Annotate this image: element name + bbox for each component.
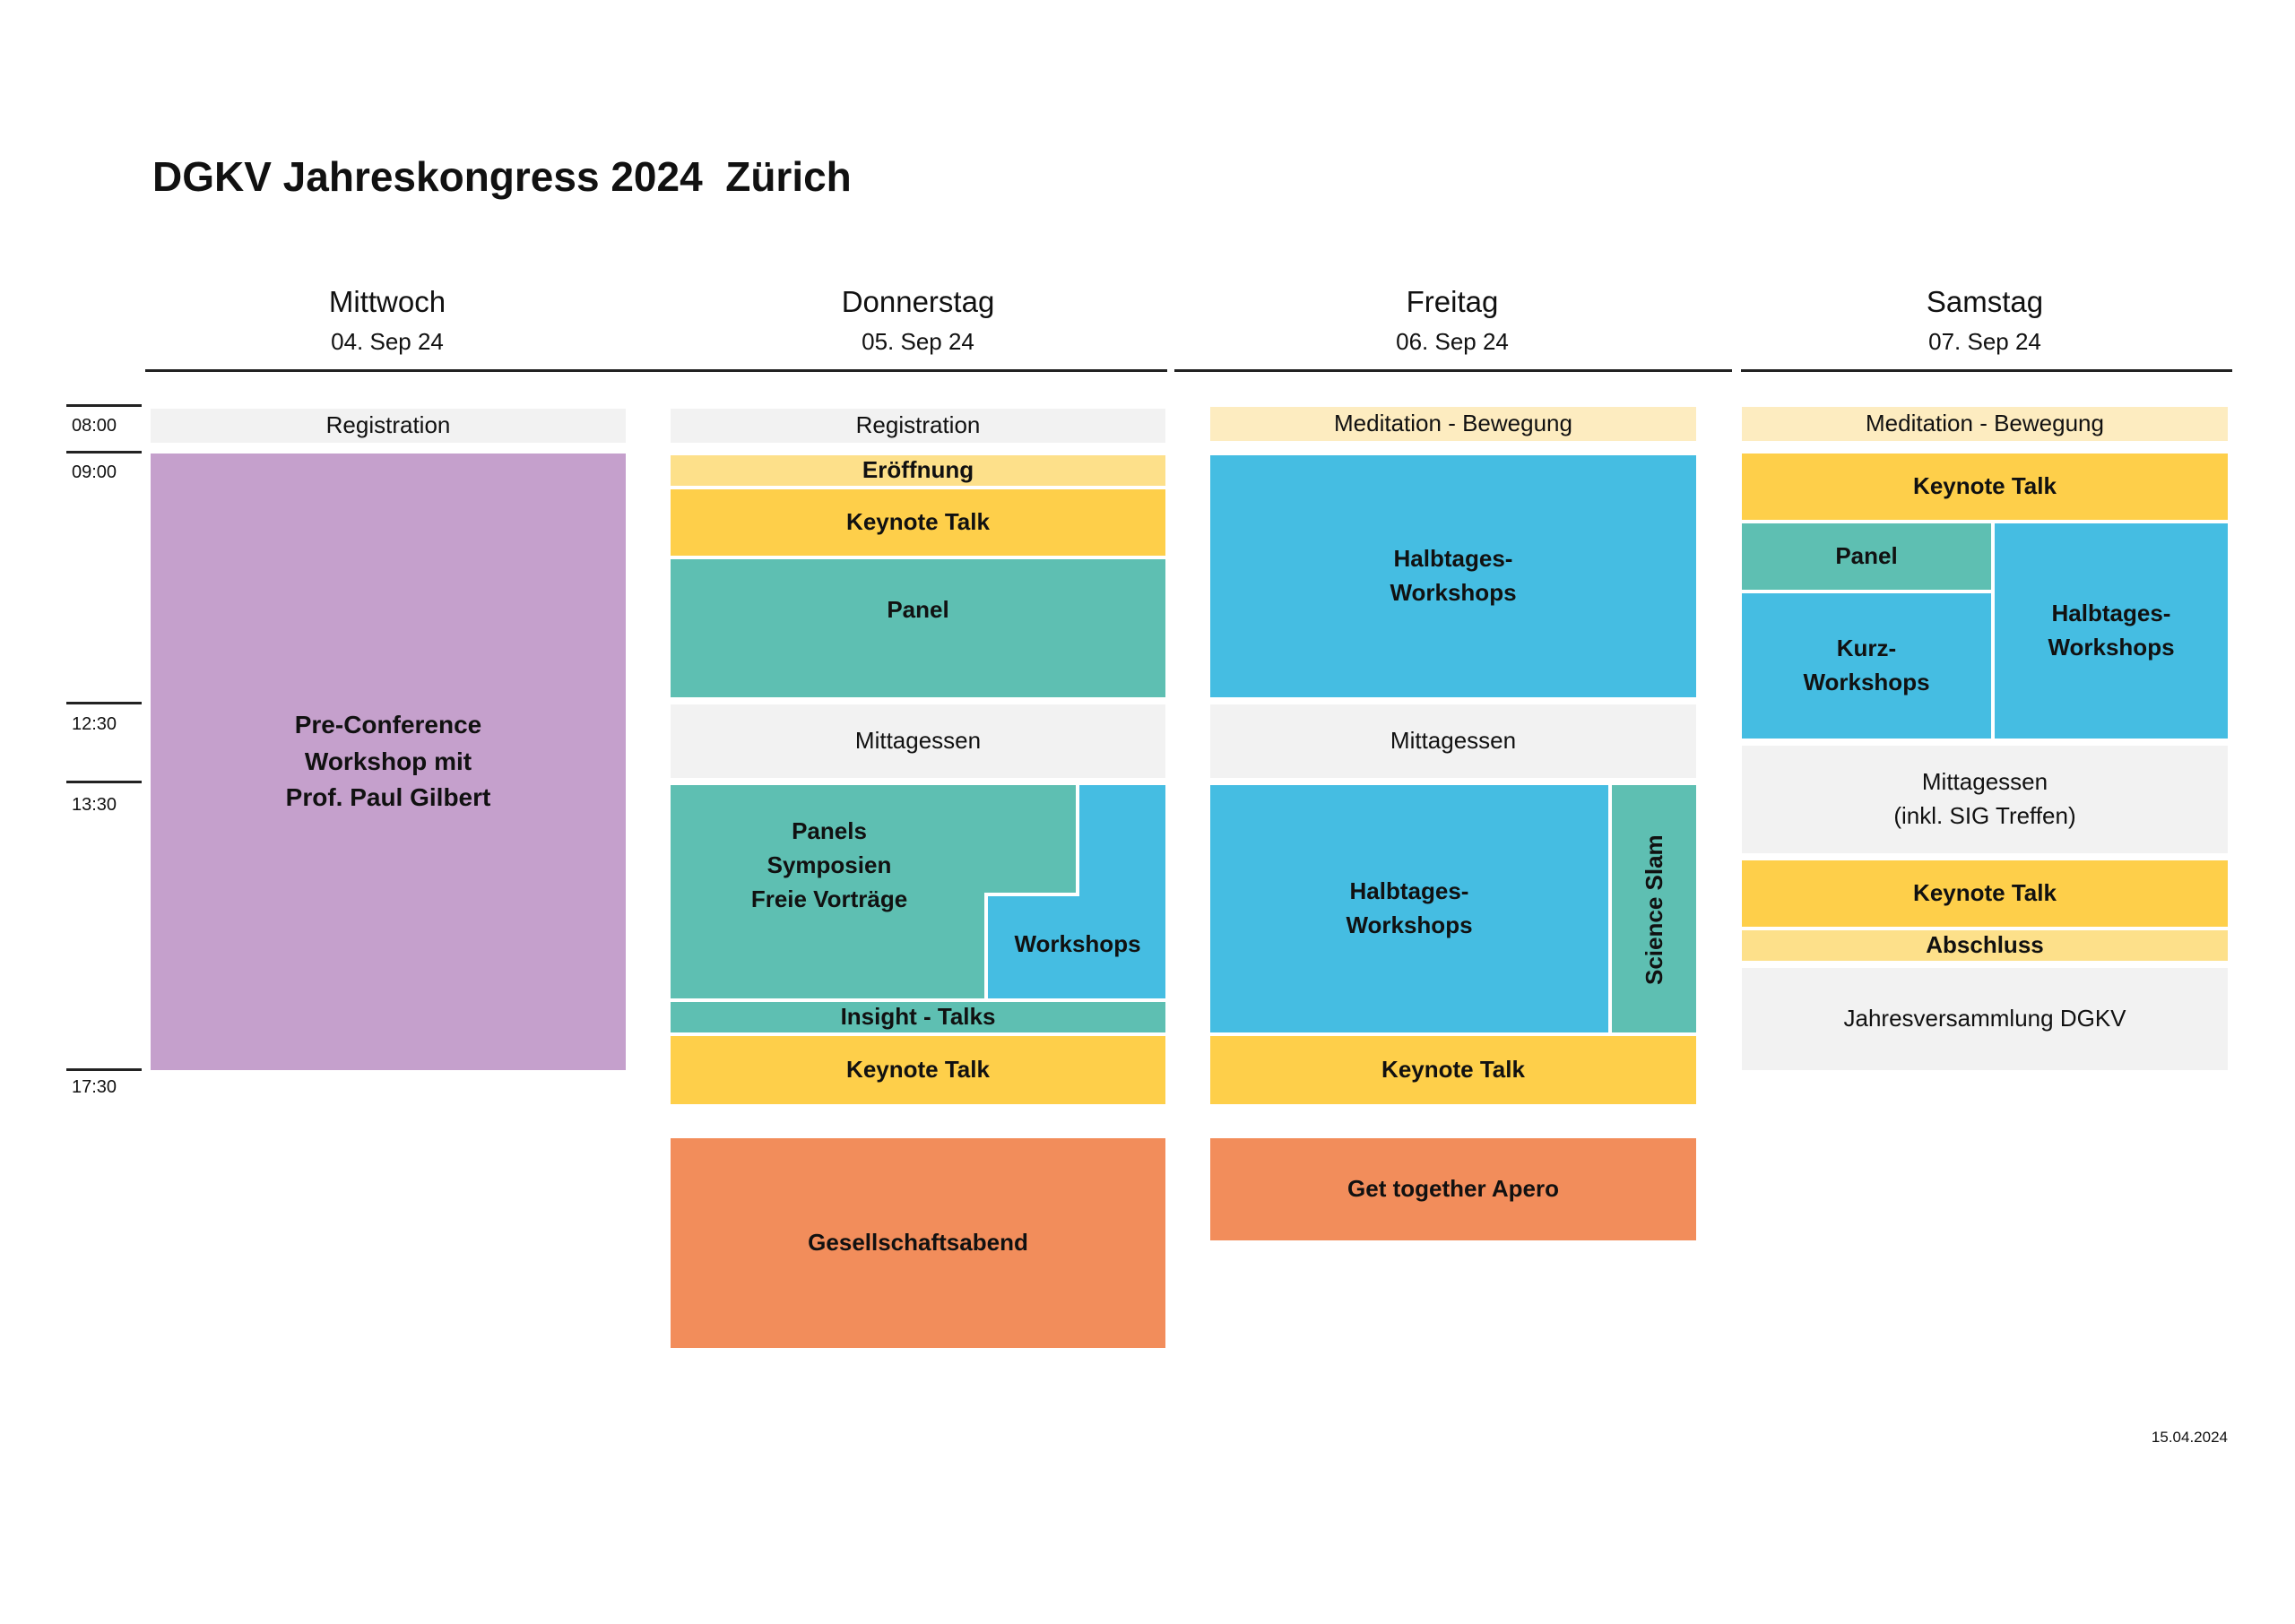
day-name-donnerstag: Donnerstag — [841, 285, 995, 318]
time-tick-0800 — [66, 404, 142, 407]
freitag-halbtages-workshops-morning: Halbtages- Workshops — [1210, 455, 1696, 697]
header-rule-samstag — [1741, 369, 2232, 372]
freitag-get-together: Get together Apero — [1210, 1138, 1696, 1240]
freitag-science-slam-block — [1612, 785, 1696, 1032]
day-name-freitag: Freitag — [1406, 285, 1499, 318]
samstag-keynote-morning: Keynote Talk — [1742, 454, 2228, 520]
donnerstag-panels-symposien: Panels Symposien Freie Vorträge — [750, 817, 908, 912]
day-date-donnerstag: 05. Sep 24 — [862, 328, 974, 355]
time-tick-1730 — [66, 1068, 142, 1071]
donnerstag-gesellschaftsabend: Gesellschaftsabend — [671, 1138, 1165, 1348]
day-name-samstag: Samstag — [1926, 285, 2044, 318]
freitag-keynote: Keynote Talk — [1210, 1036, 1696, 1104]
day-date-samstag: 07. Sep 24 — [1928, 328, 2041, 355]
samstag-kurz-workshops: Kurz- Workshops — [1742, 593, 1991, 739]
day-name-mittwoch: Mittwoch — [328, 285, 446, 318]
header-rule-freitag — [1174, 369, 1732, 372]
footer-date: 15.04.2024 — [2151, 1429, 2228, 1446]
time-label-1330: 13:30 — [72, 795, 117, 815]
freitag-meditation: Meditation - Bewegung — [1210, 407, 1696, 441]
donnerstag-workshops: Workshops — [1014, 930, 1141, 958]
page-title: DGKV Jahreskongress 2024 Zürich — [152, 153, 852, 200]
time-tick-1230 — [66, 702, 142, 704]
samstag-halbtages-workshops: Halbtages- Workshops — [1995, 523, 2228, 739]
donnerstag-divider-horizontal — [986, 893, 1079, 896]
time-tick-0900 — [66, 451, 142, 454]
donnerstag-keynote-afternoon: Keynote Talk — [671, 1036, 1165, 1104]
donnerstag-panel: Panel — [671, 559, 1165, 697]
day-date-mittwoch: 04. Sep 24 — [331, 328, 444, 355]
donnerstag-mittagessen: Mittagessen — [671, 704, 1165, 778]
time-label-0900: 09:00 — [72, 462, 117, 482]
day-date-freitag: 06. Sep 24 — [1396, 328, 1509, 355]
samstag-panel: Panel — [1742, 523, 1991, 590]
time-label-1730: 17:30 — [72, 1077, 117, 1097]
donnerstag-eroeffnung: Eröffnung — [671, 455, 1165, 486]
freitag-halbtages-workshops-afternoon: Halbtages- Workshops — [1210, 785, 1608, 1032]
samstag-mittagessen: Mittagessen (inkl. SIG Treffen) — [1742, 746, 2228, 853]
time-label-0800: 08:00 — [72, 416, 117, 436]
donnerstag-insight-talks: Insight - Talks — [671, 1002, 1165, 1032]
samstag-abschluss: Abschluss — [1742, 930, 2228, 961]
samstag-meditation: Meditation - Bewegung — [1742, 407, 2228, 441]
header-rule-left — [145, 369, 1167, 372]
time-tick-1330 — [66, 781, 142, 783]
donnerstag-registration: Registration — [671, 409, 1165, 443]
donnerstag-workshops-area-bottom — [988, 893, 1165, 998]
freitag-science-slam: Science Slam — [1641, 834, 1668, 985]
freitag-mittagessen: Mittagessen — [1210, 704, 1696, 778]
mittwoch-registration: Registration — [151, 409, 626, 443]
samstag-jahresversammlung: Jahresversammlung DGKV — [1742, 968, 2228, 1070]
donnerstag-divider-vertical-top — [1076, 785, 1079, 896]
donnerstag-keynote-morning: Keynote Talk — [671, 489, 1165, 556]
donnerstag-divider-vertical-bottom — [984, 893, 988, 998]
samstag-keynote-afternoon: Keynote Talk — [1742, 860, 2228, 927]
time-label-1230: 12:30 — [72, 714, 117, 734]
mittwoch-preconference-workshop: Pre-Conference Workshop mit Prof. Paul G… — [151, 454, 626, 1070]
